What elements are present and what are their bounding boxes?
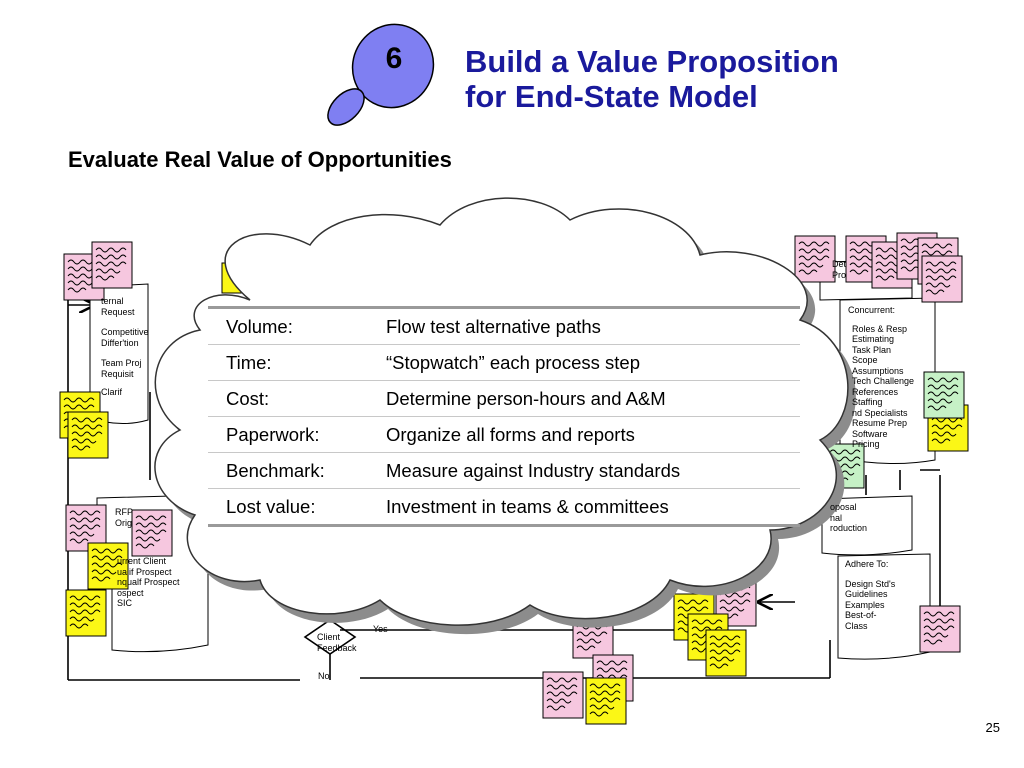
doc-line: Roles & Resp — [852, 323, 908, 334]
doc-line: Det — [832, 259, 847, 269]
doc-line: Team Proj — [101, 358, 142, 368]
right-mid-doc-text: oposal nal roduction — [830, 502, 867, 534]
decision-line: Client — [317, 632, 341, 642]
right-top-doc-text: Concurrent: Roles & Resp Estimating Task… — [848, 305, 914, 450]
doc-line: SIC — [117, 598, 133, 608]
doc-line: Task Plan — [852, 344, 892, 355]
decision-line: Feedback — [317, 642, 357, 653]
doc-line: Competitive — [101, 327, 149, 337]
doc-line: Pro — [832, 269, 847, 280]
table-row: Volume: Flow test alternative paths — [208, 307, 800, 345]
doc-line: Request — [101, 306, 135, 317]
doc-heading: Concurrent: — [848, 305, 896, 315]
title-line-1: Build a Value Proposition — [465, 44, 839, 79]
step-number: 6 — [385, 42, 403, 75]
doc-line: Examples — [845, 599, 885, 610]
page-subtitle: Evaluate Real Value of Opportunities — [68, 147, 452, 172]
row-label: Paperwork: — [226, 423, 320, 445]
footprint-icon — [327, 23, 435, 126]
doc-line: Best-of- — [845, 610, 877, 620]
doc-line: nd Specialists — [852, 407, 908, 418]
row-label: Volume: — [226, 315, 293, 337]
doc-line: Design Std's — [845, 578, 896, 589]
doc-heading: Adhere To: — [845, 559, 889, 569]
doc-line: Assumptions — [852, 365, 904, 376]
table-row: Lost value: Investment in teams & commit… — [208, 489, 800, 526]
doc-line: Staffing — [852, 397, 883, 407]
sticky-notes-yellow — [59, 262, 969, 725]
doc-line: urrent Client — [117, 556, 167, 566]
left-bottom-doc-list: urrent Client ualif Prospect nqualf Pros… — [117, 556, 180, 609]
doc-line: ospect — [117, 587, 144, 598]
row-value: Measure against Industry standards — [386, 459, 681, 481]
title-line-2: for End-State Model — [465, 79, 758, 114]
doc-line: oposal — [830, 502, 857, 512]
row-value: Organize all forms and reports — [386, 423, 635, 445]
table-row: Benchmark: Measure against Industry stan… — [208, 453, 800, 489]
row-value: Investment in teams & committees — [386, 495, 669, 517]
row-label: Time: — [226, 351, 272, 373]
doc-line: RFP — [115, 507, 133, 517]
right-top-labels: Det Pro — [832, 259, 846, 280]
doc-line: Pricing — [852, 439, 880, 449]
row-value: “Stopwatch” each process step — [386, 351, 640, 373]
cloud-shape — [154, 197, 856, 635]
row-label: Cost: — [226, 387, 270, 409]
doc-line: Clarif — [101, 387, 123, 397]
decision-label: Client Feedback — [317, 632, 357, 653]
doc-line: ualif Prospect — [117, 566, 172, 577]
doc-line: Differ'tion — [101, 337, 139, 348]
page-number: 25 — [985, 720, 1000, 735]
doc-line: Requisit — [101, 368, 134, 379]
table-row: Paperwork: Organize all forms and report… — [208, 417, 800, 453]
decision-no-label: No — [318, 671, 330, 681]
doc-line: Estimating — [852, 334, 895, 344]
left-bottom-doc-header: RFP Orig — [115, 507, 133, 528]
right-bottom-doc-text: Adhere To: Design Std's Guidelines Examp… — [845, 559, 895, 631]
doc-line: Software — [852, 428, 888, 439]
row-label: Benchmark: — [226, 459, 325, 481]
doc-line: nqualf Prospect — [117, 577, 180, 587]
doc-line: roduction — [830, 523, 868, 533]
row-label: Lost value: — [226, 495, 316, 517]
table-row: Cost: Determine person-hours and A&M — [208, 381, 800, 417]
doc-line: Resume Prep — [852, 418, 908, 428]
table-row: Time: “Stopwatch” each process step — [208, 345, 800, 381]
page-title: Build a Value Proposition for End-State … — [465, 44, 839, 114]
left-top-doc-text: ternal Request Competitive Differ'tion T… — [101, 296, 149, 398]
doc-line: nal — [830, 512, 843, 523]
doc-line: Scope — [852, 355, 878, 365]
doc-line: Tech Challenge — [852, 376, 915, 386]
doc-line: Orig — [115, 517, 133, 528]
decision-yes-label: Yes — [373, 624, 388, 634]
row-value: Determine person-hours and A&M — [386, 387, 666, 409]
doc-line: ternal — [101, 296, 124, 306]
sticky-notes-pink — [63, 232, 963, 719]
row-value: Flow test alternative paths — [386, 315, 601, 337]
doc-line: Class — [845, 620, 868, 631]
value-table: Volume: Flow test alternative paths Time… — [208, 306, 800, 527]
doc-line: References — [852, 386, 899, 397]
doc-line: Guidelines — [845, 589, 888, 599]
